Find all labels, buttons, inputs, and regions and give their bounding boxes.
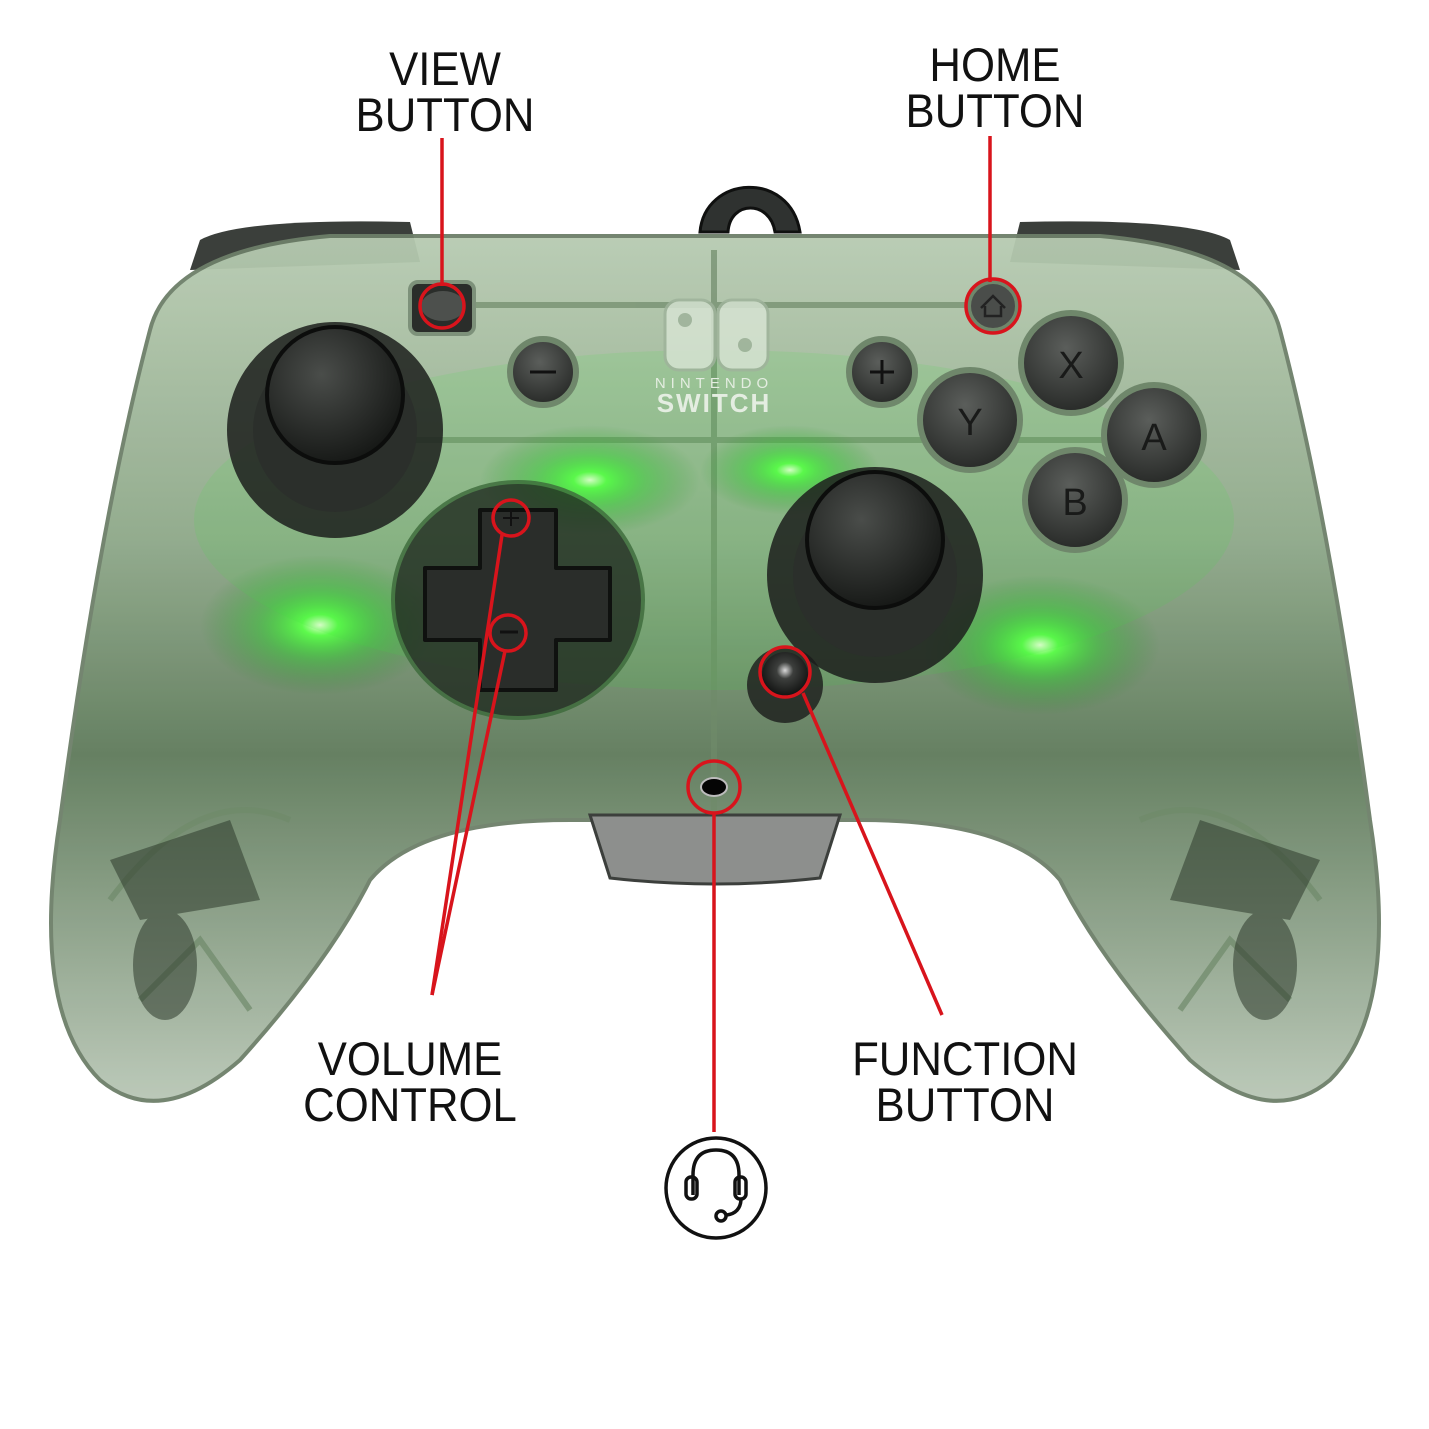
- face-button-b: B: [1022, 447, 1128, 553]
- audio-jack: [700, 777, 728, 797]
- dpad: [423, 508, 612, 692]
- right-stick: [805, 470, 945, 610]
- logo-text-switch: SWITCH: [657, 388, 772, 418]
- face-button-a: A: [1101, 382, 1207, 488]
- home-button-label: HOME BUTTON: [905, 38, 1085, 137]
- logo-text-nintendo: NINTENDO: [655, 375, 773, 392]
- svg-text:Y: Y: [957, 402, 982, 444]
- svg-text:X: X: [1058, 345, 1083, 387]
- face-button-x: X: [1018, 310, 1124, 416]
- headset-icon: [664, 1136, 768, 1240]
- nintendo-switch-logo: [663, 298, 770, 372]
- left-stick: [265, 325, 405, 465]
- led-glow-right: [920, 575, 1160, 715]
- view-button-label: VIEW BUTTON: [355, 42, 535, 141]
- led-glow-left: [200, 555, 440, 695]
- face-button-y: Y: [917, 367, 1023, 473]
- home-glyph: [980, 294, 1006, 318]
- view-button: [421, 291, 465, 321]
- svg-text:A: A: [1141, 417, 1167, 459]
- usb-cable: [698, 185, 802, 234]
- volume-control-label: VOLUME CONTROL: [303, 1032, 517, 1131]
- home-button: [967, 280, 1019, 332]
- function-button-label: FUNCTION BUTTON: [852, 1032, 1078, 1131]
- function-button: [762, 652, 808, 698]
- grip-internals: [110, 820, 1320, 1020]
- svg-text:B: B: [1062, 482, 1087, 524]
- callout-lines: [418, 136, 1022, 1132]
